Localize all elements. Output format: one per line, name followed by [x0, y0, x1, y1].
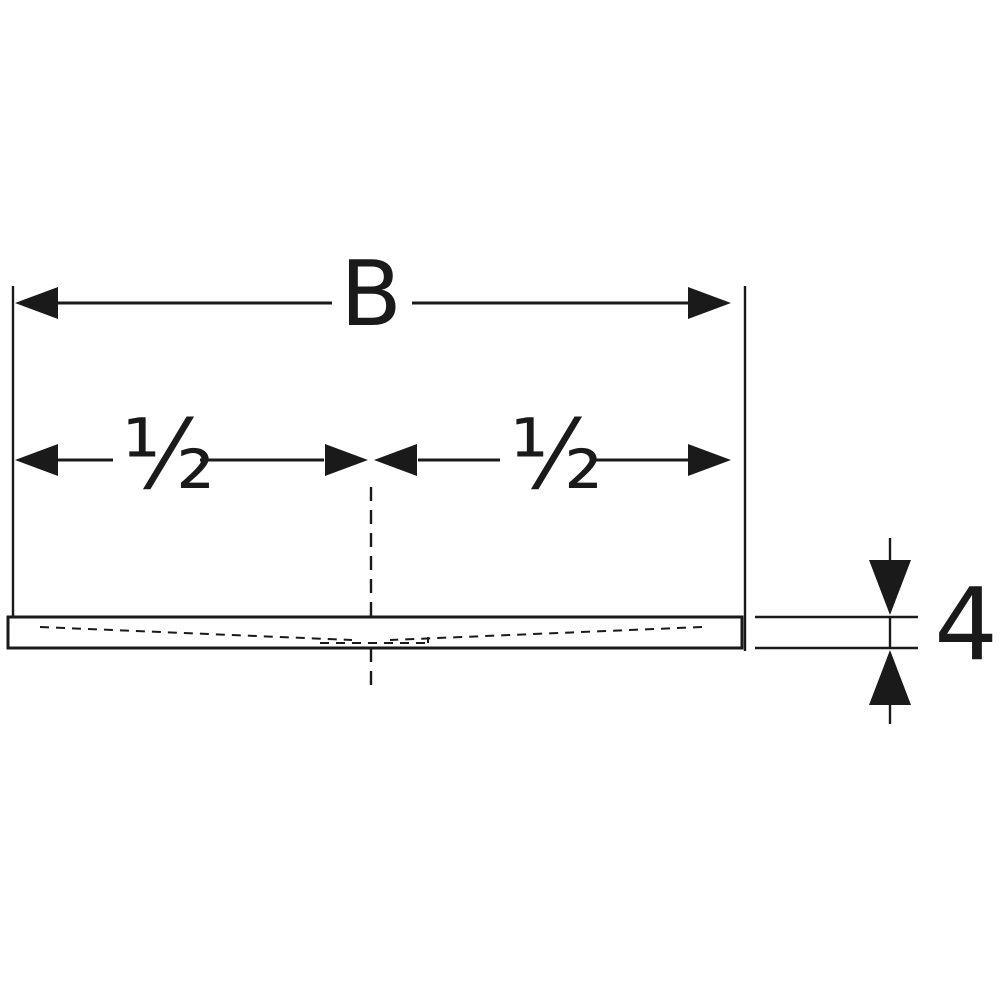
half-dimension-line: [15, 444, 731, 476]
arrow-right-icon: [688, 287, 731, 319]
thickness-dimension-line: [755, 538, 918, 724]
width-label: B: [340, 242, 402, 347]
tray-profile: [6, 615, 744, 650]
arrow-right-icon: [688, 444, 731, 476]
arrow-left-icon: [15, 444, 58, 476]
half-left-label: ½: [122, 399, 216, 511]
slope-line-right: [389, 626, 703, 641]
arrow-left-icon: [15, 287, 58, 319]
width-dimension-line: [15, 287, 731, 319]
half-right-label: ½: [510, 399, 604, 511]
arrow-up-icon: [869, 650, 911, 705]
arrow-right-icon: [325, 444, 368, 476]
slope-line-left: [39, 626, 353, 641]
extension-lines: [11, 286, 747, 651]
arrow-left-icon: [374, 444, 417, 476]
thickness-label: 4: [934, 566, 998, 683]
arrow-down-icon: [869, 560, 911, 615]
drain-detail: [320, 637, 429, 644]
